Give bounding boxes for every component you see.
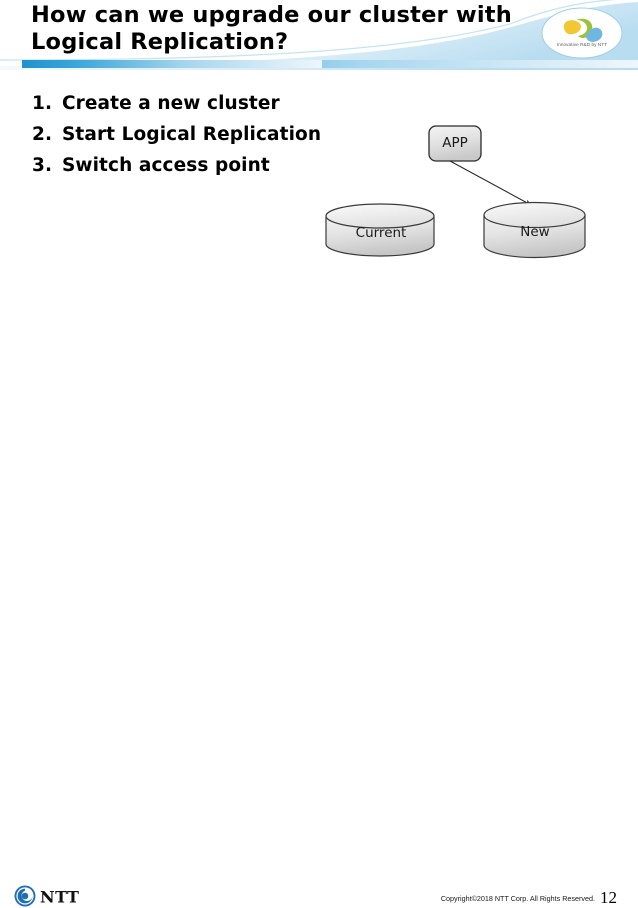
svg-text:NTT: NTT (40, 888, 79, 907)
list-item-label: Create a new cluster (62, 93, 280, 114)
arrow-app-to-new (449, 160, 532, 206)
new-db-shape (483, 201, 586, 259)
list-item-number: 2. (32, 124, 53, 145)
list-item-label: Switch access point (62, 155, 270, 176)
copyright-text: Copyright©2018 NTT Corp. All Rights Rese… (440, 894, 595, 903)
app-box-shape (428, 125, 482, 162)
innovative-rd-by-ntt-logo (541, 7, 623, 59)
current-db-shape (325, 203, 435, 257)
brand-logo-caption: Innovative R&D by NTT (556, 42, 608, 47)
page-title: How can we upgrade our cluster with Logi… (31, 2, 512, 55)
new-db-label: New (520, 224, 550, 240)
list-item: 1. Create a new cluster (30, 88, 370, 119)
list-item-number: 3. (32, 155, 53, 176)
header-swoosh-decoration (0, 0, 638, 70)
list-item-label: Start Logical Replication (62, 124, 322, 145)
app-box-label: APP (442, 135, 468, 151)
list-item: 3. Switch access point (30, 150, 370, 181)
page-number: 12 (600, 888, 617, 907)
steps-list: 1. Create a new cluster 2. Start Logical… (30, 88, 370, 181)
list-item: 2. Start Logical Replication (30, 119, 370, 150)
current-db-label: Current (355, 225, 407, 241)
ntt-logo: NTT (14, 885, 79, 907)
cluster-upgrade-diagram (315, 110, 605, 270)
list-item-number: 1. (32, 93, 53, 114)
slide-header: How can we upgrade our cluster with Logi… (0, 0, 638, 70)
slide-footer: NTT Copyright©2018 NTT Corp. All Rights … (0, 438, 638, 907)
